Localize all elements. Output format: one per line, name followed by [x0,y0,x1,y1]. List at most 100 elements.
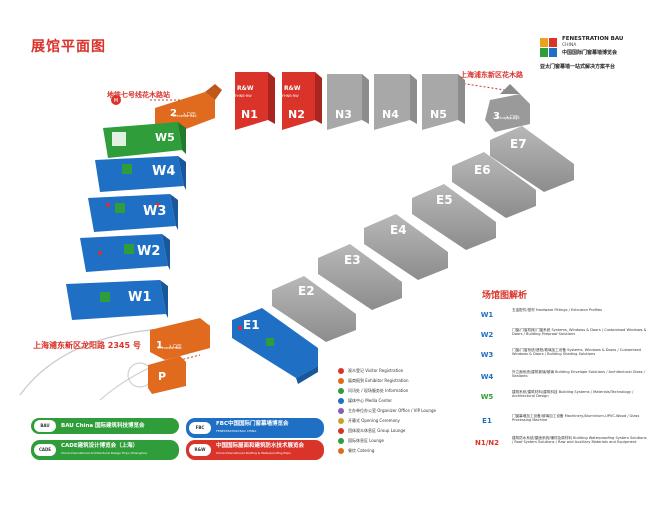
brand-cn-name: 中国国际门窗幕墙博览会 [562,50,618,56]
hall-e7[interactable] [490,126,574,192]
hall-e5-label: E5 [436,193,453,207]
badge-bau-text: BAU China 国际建筑科技博览会 [61,423,145,429]
facility-label: 开幕式 Opening Ceremony [348,418,400,423]
facility-lounge: 国际休息区 Lounge [338,438,384,446]
page-title: 展馆平面图 [31,39,106,55]
fbc-logo-icon [540,38,557,57]
hall-w5[interactable] [103,122,186,158]
badge-cade-sub: China International Architectural Design… [61,451,147,455]
hall-e6[interactable] [452,152,536,218]
brand-name: FENESTRATION BAU [562,36,624,42]
hall-n1[interactable] [235,72,275,130]
badge-fbc[interactable]: FBC FBC中国国际门窗幕墙博览会 FENESTRATION BAU CHIN… [186,418,324,438]
parking-area[interactable] [148,356,186,394]
legend-row-w4: W4 外立面系统/建筑玻璃/玻璃 Building Envelope Solut… [472,370,645,388]
legend-desc: 五金配件/型材 Hardware Fittings / Extrusion Pr… [512,308,603,312]
hall-n4[interactable] [374,74,417,130]
entrance-3[interactable] [485,84,530,132]
brand-slogan: 亚太门窗幕墙一站式解决方案平台 [540,64,616,70]
legend-code: W1 [480,311,494,319]
media-center-icon [338,398,344,404]
legend-code: E1 [482,417,492,425]
facility-media-center: 媒体中心 Media Center [338,398,392,406]
entrance-2-en: Entrance Hall [173,114,197,118]
entrance-1-cn: 入口厅 [168,345,182,350]
badge-bau-china[interactable]: BAU BAU China 国际建筑科技博览会 [31,418,179,434]
organizer-office-icon [338,408,344,414]
legend-row-e1: E1 门窗幕墙加工设备/玻璃加工设备 Machinery/Aluminium-U… [472,414,642,432]
opening-ceremony-icon [338,418,344,424]
group-lounge-icon [338,428,344,434]
facility-label: 观众登记 Visitor Registration [348,368,404,373]
hall-w1[interactable] [66,280,168,320]
hall-w4[interactable] [95,156,186,192]
parking-label: P [158,370,167,383]
badge-rw[interactable]: R&W 中国国际屋面和建筑防水技术展览会 China International… [186,440,324,460]
maglev-station-label: 上海浦东新区花木路 [460,71,523,79]
hall-e6-label: E6 [474,163,491,177]
legend-row-w2: W2 门窗/门窗机械/门窗系统 Systems, Windows & Doors… [472,328,647,346]
badge-rw-text: 中国国际屋面和建筑防水技术展览会 [216,443,305,449]
hall-n5[interactable] [422,74,465,130]
legend-desc: 门窗幕墙加工设备/玻璃加工设备 Machinery/Aluminium-UPVC… [512,414,640,423]
legend-code: W4 [480,373,494,381]
facility-label: 餐饮 Catering [348,448,375,453]
entrance-1[interactable] [150,318,210,360]
hall-n1-label: N1 [241,108,258,121]
hall-e3[interactable] [318,244,402,310]
hall-n1-brand: R&W [237,85,254,92]
hall-n3[interactable] [327,74,369,130]
hall-w3[interactable] [88,194,178,232]
visitor-registration-icon [338,368,344,374]
entrance-2-label: 2 入口厅 [170,101,196,120]
hall-e4[interactable] [364,214,448,280]
legend-desc: 建筑防水系统/屋面系统/辅材及原材料 Building Waterproofin… [512,436,647,445]
legend-row-w5: W5 建筑系统/建筑材料/建筑科技 Building Systems / Mat… [472,390,642,408]
legend-code: W5 [480,393,494,401]
badge-rw-sub: China International Roofing & Waterproof… [216,451,291,455]
bau-logo: BAU [34,420,56,432]
facility-group-lounge: 团体观众休息区 Group Lounge [338,428,405,436]
hall-n2[interactable] [282,72,322,130]
facility-catering: 餐饮 Catering [338,448,374,456]
legend-code: W3 [480,351,494,359]
metro-station-label: 地铁七号线花木路站 [107,91,170,99]
entrance-1-label: 1 入口厅 [156,333,182,352]
entrance-3-label: 3 入口厅 [493,104,519,123]
legend-code: N1/N2 [474,439,499,447]
badge-fbc-text: FBC中国国际门窗幕墙博览会 [216,421,289,427]
hall-n5-label: N5 [430,108,447,121]
entrance-1-en: Entrance Hall [158,346,182,350]
hall-w5-label: W5 [155,131,175,144]
legend-desc: 外立面系统/建筑玻璃/玻璃 Building Envelope Solution… [512,370,645,379]
legend-desc: 门窗/门窗系统/遮阳/玻璃加工设备 Systems, Windows & Doo… [512,348,641,357]
hall-n1-brand-sub: FHNB·RW [235,94,252,98]
hall-n4-label: N4 [382,108,399,121]
brand-country: CHINA [562,43,577,48]
hall-e2[interactable] [272,276,356,342]
hall-w2-label: W2 [137,244,161,259]
hall-e2-label: E2 [298,284,315,298]
hall-e5[interactable] [412,184,496,250]
facility-exhibitor-registration: 展商报到 Exhibitor Registration [338,378,409,386]
entrance-2-number: 2 [170,108,177,119]
hall-w1-label: W1 [128,290,152,305]
facility-label: 主办单位办公室 Organizer Office / VIP Lounge [348,408,436,413]
facility-label: 媒体中心 Media Center [348,398,393,403]
facility-information: 问讯处 / 现场服务处 Information [338,388,408,396]
facility-label: 国际休息区 Lounge [348,438,384,443]
legend-desc: 建筑系统/建筑材料/建筑科技 Building Systems / Materi… [512,390,634,399]
svg-text:M: M [114,98,118,104]
badge-cade-text: CADE建筑设计博览会（上海） [61,443,139,449]
hall-n2-brand: R&W [284,85,301,92]
legend-row-n1-n2: N1/N2 建筑防水系统/屋面系统/辅材及原材料 Building Waterp… [472,436,647,460]
legend-desc: 门窗/门窗机械/门窗系统 Systems, Windows & Doors / … [512,328,647,337]
badge-cade[interactable]: CADE CADE建筑设计博览会（上海） China International… [31,440,179,460]
facility-label: 问讯处 / 现场服务处 Information [348,388,409,393]
entrance-2-cn: 入口厅 [182,113,196,118]
entrance-3-cn: 入口厅 [505,116,519,121]
hall-e1[interactable] [232,308,318,384]
hall-e7-label: E7 [510,137,527,151]
lounge-icon [338,438,344,444]
